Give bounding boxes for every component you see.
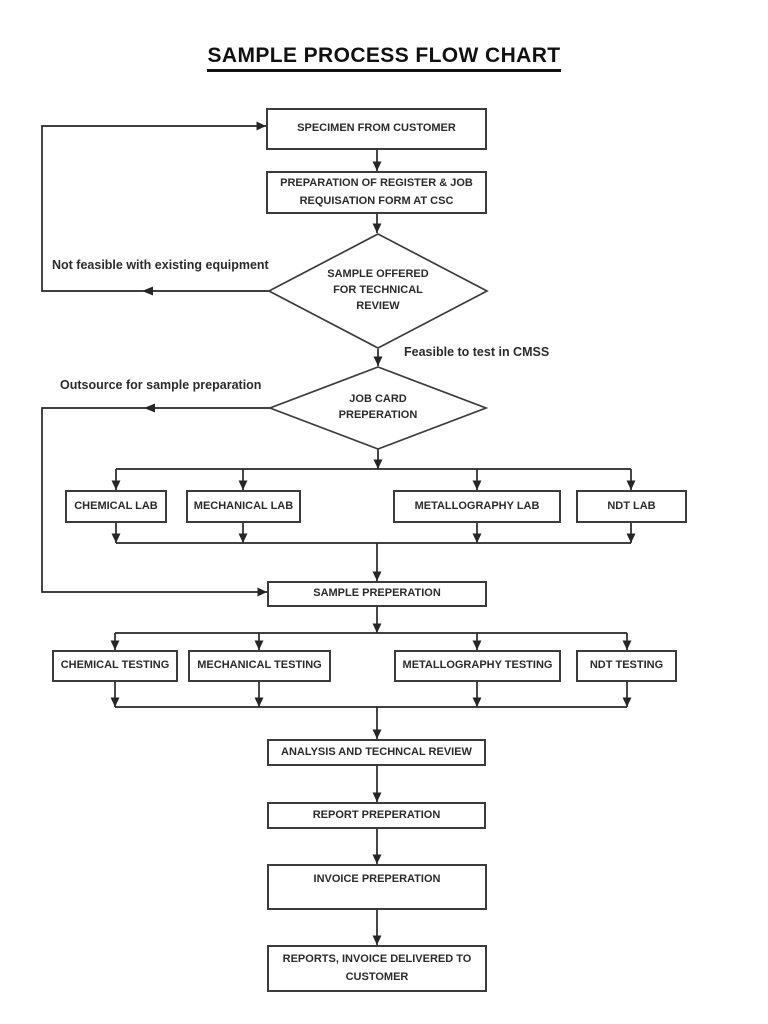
node-metallography-testing: METALLOGRAPHY TESTING [394, 650, 561, 682]
node-metallography-lab: METALLOGRAPHY LAB [393, 490, 561, 523]
node-mechanical-testing: MECHANICAL TESTING [188, 650, 331, 682]
node-reports-delivered: REPORTS, INVOICE DELIVERED TO CUSTOMER [267, 945, 487, 992]
node-specimen-from-customer: SPECIMEN FROM CUSTOMER [266, 108, 487, 150]
arrowhead-outsource-mid [144, 403, 155, 413]
node-ndt-testing: NDT TESTING [576, 650, 677, 682]
edge-jobcard-outsource-loop [41, 407, 270, 597]
edge-label-outsource: Outsource for sample preparation [60, 378, 262, 392]
node-invoice-preparation: INVOICE PREPERATION [267, 864, 487, 910]
arrowhead-notfeasible-mid [142, 286, 153, 296]
page-title-text: SAMPLE PROCESS FLOW CHART [207, 44, 561, 72]
node-analysis-technical-review: ANALYSIS AND TECHNCAL REVIEW [267, 739, 486, 766]
node-preparation-of-register: PREPARATION OF REGISTER & JOB REQUISATIO… [266, 171, 487, 214]
node-report-preparation: REPORT PREPERATION [267, 802, 486, 829]
node-sample-preparation: SAMPLE PREPERATION [267, 581, 487, 607]
edge-review-notfeasible-loop [41, 121, 269, 292]
job-card-diamond [267, 366, 489, 450]
job-card-diamond-label: JOB CARD PREPERATION [338, 393, 418, 421]
edge-label-not-feasible: Not feasible with existing equipment [52, 258, 269, 272]
technical-review-diamond-label: SAMPLE OFFERED FOR TECHNICAL REVIEW [327, 268, 429, 312]
page-title: SAMPLE PROCESS FLOW CHART [0, 44, 768, 72]
node-mechanical-lab: MECHANICAL LAB [186, 490, 301, 523]
node-chemical-testing: CHEMICAL TESTING [52, 650, 178, 682]
node-ndt-lab: NDT LAB [576, 490, 687, 523]
technical-review-diamond [267, 233, 489, 349]
node-chemical-lab: CHEMICAL LAB [65, 490, 167, 523]
edge-label-feasible: Feasible to test in CMSS [404, 345, 550, 359]
